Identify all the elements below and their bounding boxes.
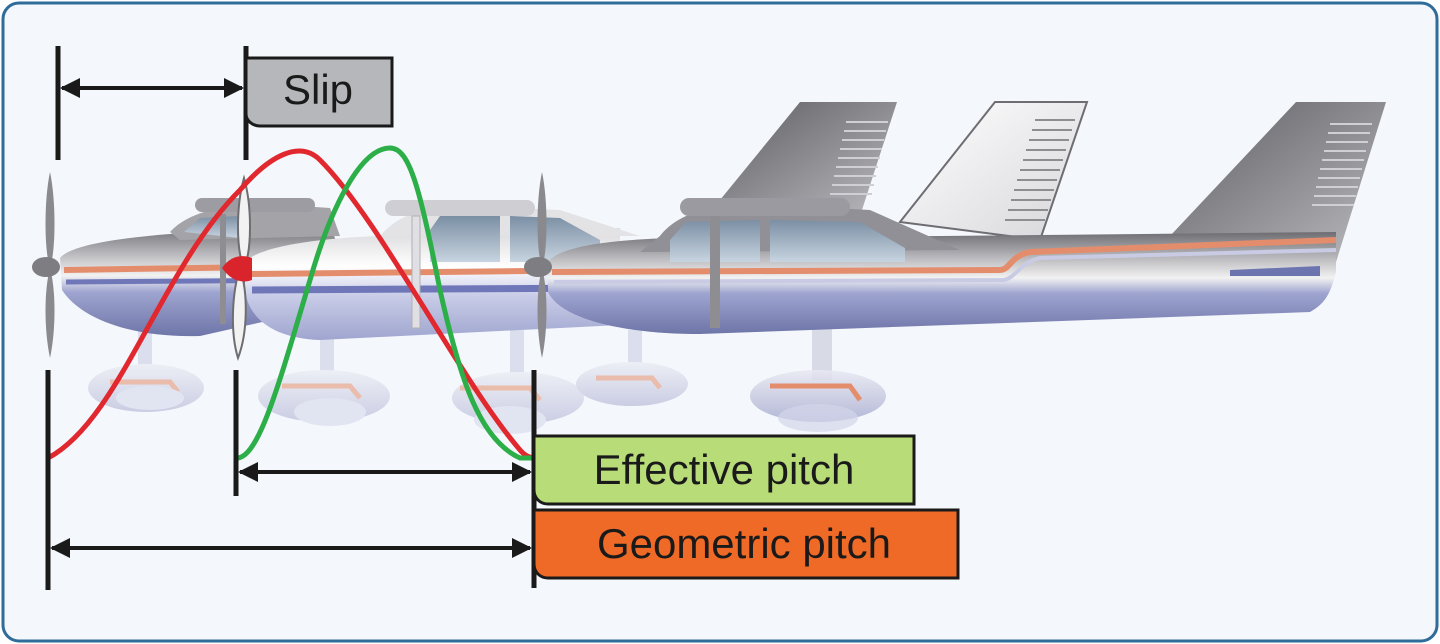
propeller-icon-2 [222,174,252,362]
geometric-pitch-label: Geometric pitch [532,508,960,580]
double-headed-arrow-icon [50,78,532,558]
effective-pitch-curve [237,145,535,461]
effective-pitch-label: Effective pitch [532,434,916,506]
geometric-pitch-curve [46,148,536,461]
aircraft-3 [548,102,1386,334]
effective-pitch-label-text: Effective pitch [594,446,855,493]
propeller-icon-1 [32,172,60,358]
propeller-icon-3 [524,172,552,358]
landing-gear-group [88,330,688,434]
geometric-pitch-label-text: Geometric pitch [597,520,891,567]
main-gear-aircraft-3 [750,322,886,432]
slip-label: Slip [244,56,394,128]
slip-label-text: Slip [283,66,353,113]
